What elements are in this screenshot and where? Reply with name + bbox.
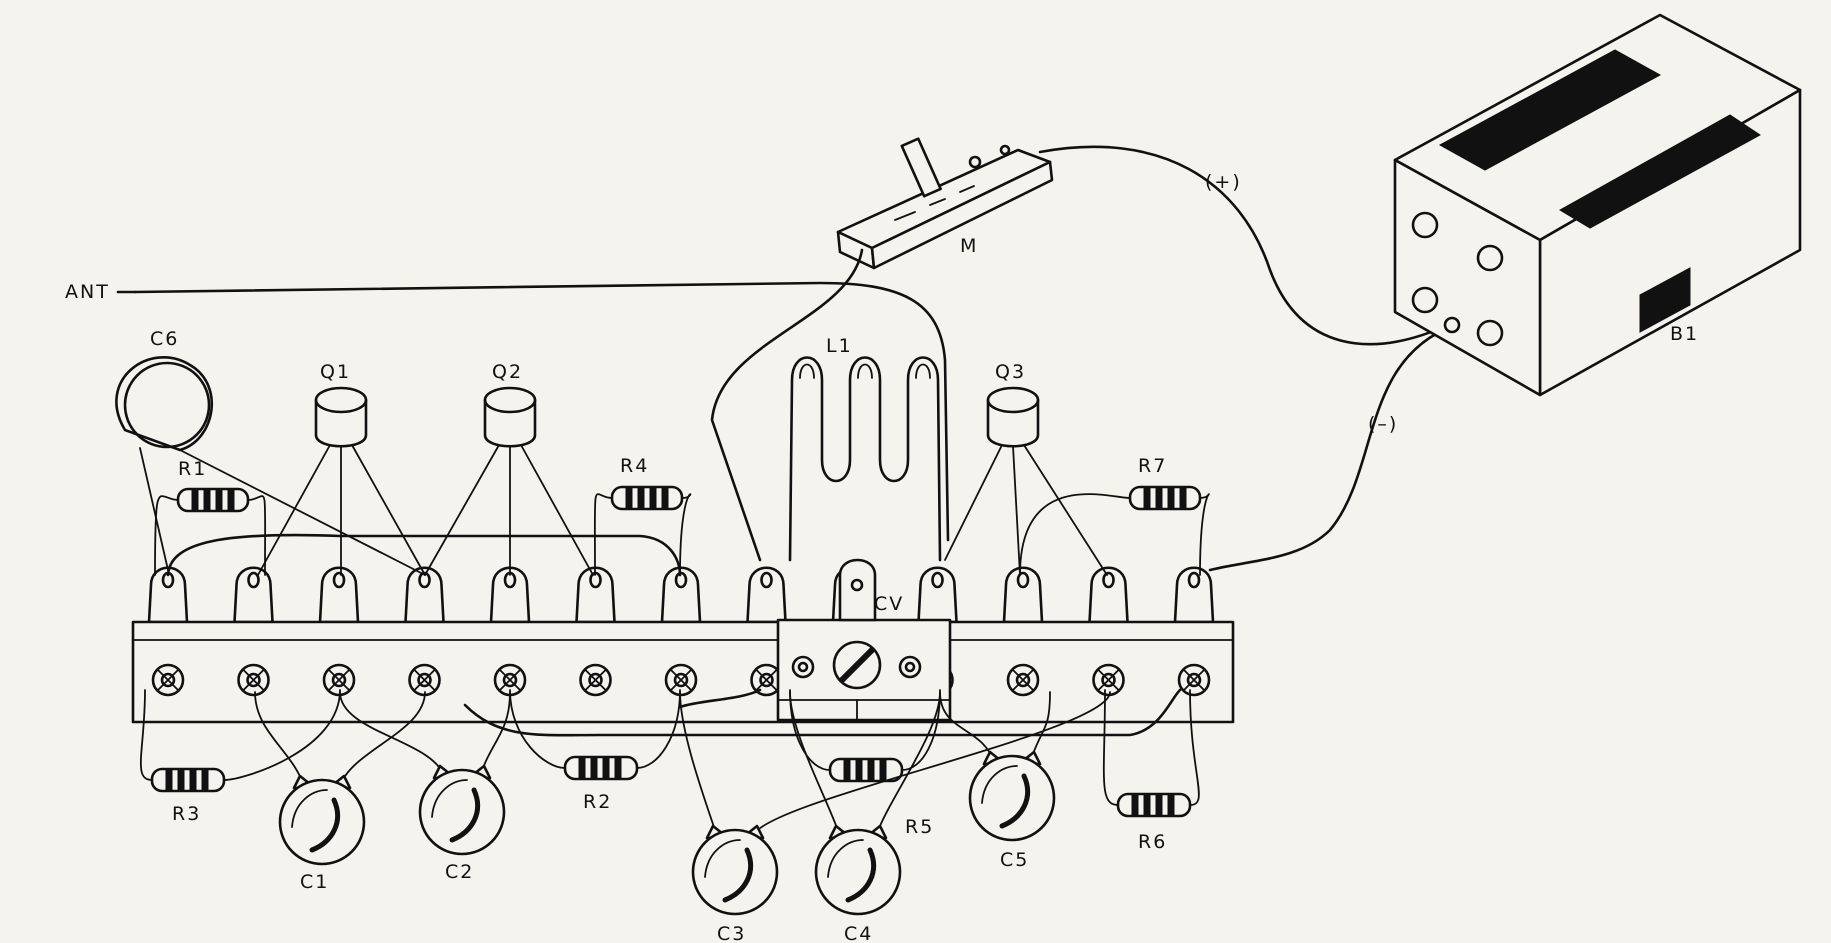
solder-lug — [318, 566, 360, 624]
terminal-screw — [151, 663, 185, 697]
label-r3: R3 — [172, 803, 201, 825]
resistor-r1 — [154, 487, 267, 576]
label-q3: Q3 — [995, 361, 1026, 383]
capacitor-c4 — [789, 691, 941, 916]
resistor-r3 — [139, 689, 341, 793]
label-c3: C3 — [717, 923, 746, 943]
label-q1: Q1 — [320, 361, 351, 383]
wire-strip-jump — [678, 688, 762, 709]
terminal-screw — [1006, 663, 1040, 697]
capacitor-c5 — [939, 691, 1056, 842]
label-l1: L1 — [826, 335, 853, 357]
labels: ANT M B1 (+) (–) L1 CV Q1 Q2 Q3 C6 R1 R4… — [65, 171, 1699, 943]
capacitor-c6 — [115, 356, 426, 576]
capacitor-c2 — [339, 691, 511, 856]
solder-lug — [1002, 566, 1044, 624]
wire-negative — [1208, 323, 1457, 572]
label-m: M — [960, 235, 978, 257]
solder-lug — [489, 566, 531, 624]
label-c2: C2 — [445, 861, 474, 883]
solder-lug — [1088, 566, 1129, 624]
disc-capacitors — [254, 691, 1111, 916]
resistor-r2 — [509, 689, 681, 781]
coil-l1 — [788, 356, 942, 562]
terminal-screw — [579, 663, 612, 697]
transistor-q1 — [257, 386, 426, 576]
wire-bottom-bus — [463, 688, 1182, 737]
resistor-r6 — [1102, 689, 1200, 818]
antenna-wire — [116, 281, 950, 542]
solder-lug — [1173, 566, 1215, 624]
solder-lug — [233, 566, 274, 624]
variable-capacitor-cv — [776, 558, 952, 722]
label-plus: (+) — [1205, 171, 1242, 193]
label-cv: CV — [874, 593, 904, 615]
terminal-screw — [1177, 663, 1211, 697]
solder-lugs — [147, 566, 1215, 624]
label-c4: C4 — [844, 923, 873, 943]
switch-m — [836, 137, 1054, 270]
label-b1: B1 — [1670, 323, 1699, 345]
label-minus: (–) — [1368, 413, 1398, 435]
label-ant: ANT — [65, 281, 110, 303]
label-c6: C6 — [150, 328, 179, 350]
terminal-screw — [237, 663, 270, 697]
capacitor-c3 — [679, 691, 1111, 916]
label-c1: C1 — [300, 871, 329, 893]
resistor-r4 — [593, 485, 692, 576]
switch-wire-left — [710, 248, 864, 562]
solder-lug — [746, 566, 787, 624]
resistor-r7 — [1019, 485, 1210, 576]
label-r7: R7 — [1138, 455, 1167, 477]
solder-lug — [575, 566, 616, 624]
label-c5: C5 — [1000, 849, 1029, 871]
solder-lug — [660, 566, 702, 624]
label-r6: R6 — [1138, 831, 1167, 853]
solder-lug — [404, 566, 445, 624]
solder-lug — [917, 566, 958, 624]
transistor-q3 — [944, 386, 1108, 576]
label-r5: R5 — [905, 816, 934, 838]
wire-top-bus — [166, 533, 682, 577]
terminal-screw — [664, 663, 698, 697]
transistor-q2 — [424, 386, 594, 576]
capacitor-c1 — [254, 691, 426, 866]
label-q2: Q2 — [492, 361, 523, 383]
label-r1: R1 — [178, 458, 207, 480]
battery-holder-b1 — [1393, 13, 1802, 397]
label-r2: R2 — [583, 791, 612, 813]
label-r4: R4 — [620, 455, 649, 477]
wire-positive — [1038, 145, 1450, 346]
resistors — [139, 485, 1210, 818]
